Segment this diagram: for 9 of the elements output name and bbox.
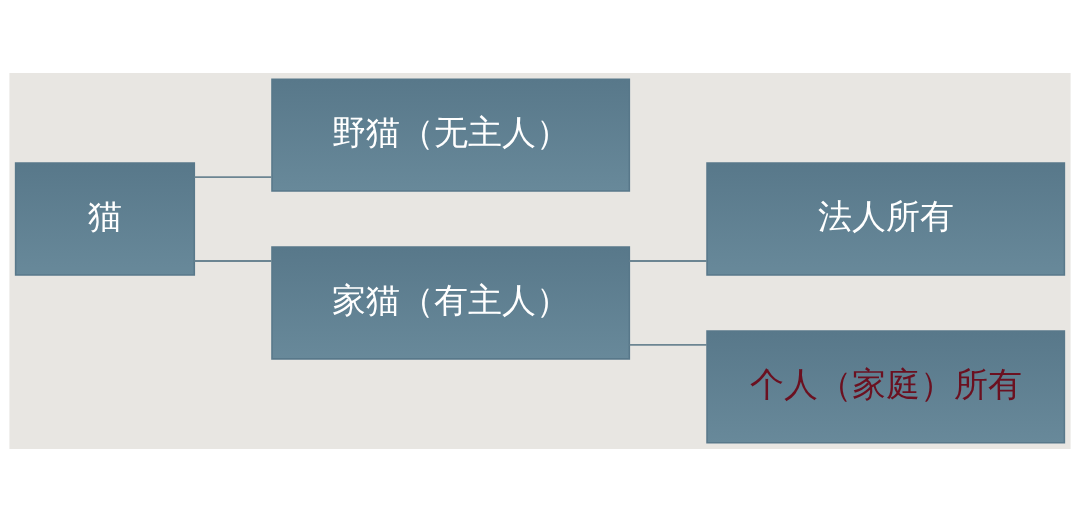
node-box: 法人所有 — [706, 162, 1066, 276]
node-box: 野猫（无主人） — [271, 78, 631, 192]
node-box: 家猫（有主人） — [271, 246, 631, 360]
connector — [193, 176, 273, 179]
node-box: 猫 — [14, 162, 196, 276]
connector — [628, 260, 708, 262]
node-box: 个人（家庭）所有 — [706, 330, 1066, 444]
connector — [628, 343, 708, 346]
connector — [193, 260, 273, 262]
